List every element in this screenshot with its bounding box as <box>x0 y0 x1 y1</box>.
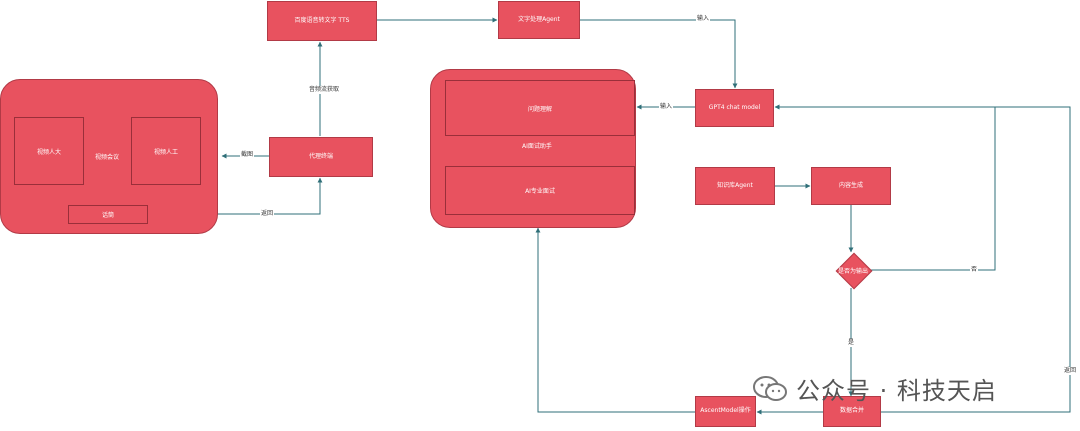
label-no: 否 <box>970 266 979 274</box>
node-tts: 百度语音转文字 TTS <box>267 1 377 41</box>
node-kb-agent: 知识库Agent <box>695 167 775 205</box>
meeting-inner-left: 视频人大 <box>14 117 84 185</box>
decision-label: 是否为输出 <box>837 267 868 275</box>
node-proxy: 代理终端 <box>269 137 373 177</box>
node-data-merge: 数据合并 <box>823 396 881 427</box>
label-input-top: 输入 <box>696 15 711 23</box>
ai-bottom-box: AI专业面试 <box>445 166 635 215</box>
node-text-agent: 文字处理Agent <box>498 1 580 39</box>
meeting-center-label: 视频会议 <box>95 154 120 161</box>
meeting-mic: 话筒 <box>68 205 148 224</box>
watermark-text: 公众号 · 科技天启 <box>796 377 997 405</box>
meeting-inner-right: 视频人工 <box>131 117 201 185</box>
label-return-mic: 返回 <box>260 210 275 218</box>
watermark: 公众号 · 科技天启 <box>752 371 997 406</box>
ai-center-label: AI面试助手 <box>522 143 552 150</box>
wechat-icon <box>753 375 787 401</box>
label-yes: 是 <box>847 339 856 347</box>
label-input-left: 输入 <box>659 103 674 111</box>
edge-merge-return <box>881 106 1071 413</box>
label-audio-stream: 音频流获取 <box>308 86 341 94</box>
node-gpt4: GPT4 chat model <box>695 89 774 127</box>
edge-ascend-to-ai <box>535 227 695 413</box>
ai-top-box: 问题理解 <box>445 80 635 136</box>
node-ascend: AscentModel操作 <box>695 396 756 427</box>
node-content-gen: 内容生成 <box>811 167 891 205</box>
label-capture: 截图 <box>240 151 255 159</box>
label-return-right: 返回 <box>1063 367 1078 375</box>
node-decision: 是否为输出 <box>835 252 873 290</box>
